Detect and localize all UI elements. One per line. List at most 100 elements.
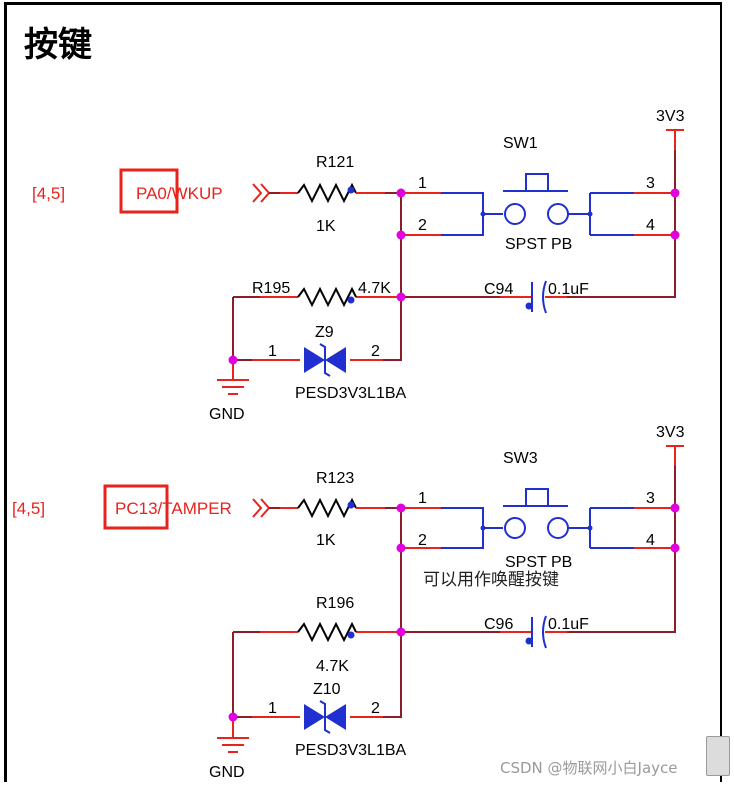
resistor-symbol-icon (297, 182, 357, 204)
resistor-ref: R195 (252, 280, 290, 297)
pin1-dot-icon (525, 302, 533, 310)
switch-wire-right (568, 192, 634, 236)
resistor-value: 4.7K (358, 280, 391, 297)
switch-pin-2: 2 (418, 532, 427, 549)
wire (232, 296, 260, 360)
circuit-pa0-wkup: [4,5] PA0/WKUP R121 1K SW1 SPST PB (32, 108, 685, 423)
junction-dot (396, 292, 406, 302)
switch-wire-right (568, 507, 634, 549)
sheet-border (4, 2, 722, 782)
resistor-symbol-icon (297, 497, 357, 519)
resistor-ref: R121 (316, 154, 354, 171)
switch-pin-3: 3 (646, 175, 655, 192)
switch-value: SPST PB (505, 236, 572, 253)
resistor-value: 1K (316, 532, 336, 549)
junction-dot (396, 627, 406, 637)
wire (383, 508, 402, 718)
resistor-value: 4.7K (316, 658, 349, 675)
junction-dot (480, 525, 486, 531)
switch-pin-3: 3 (646, 490, 655, 507)
junction-dot (670, 188, 680, 198)
wire (567, 150, 676, 298)
junction-dot (670, 503, 680, 513)
capacitor-ref: C94 (484, 281, 513, 298)
scrollbar-handle[interactable] (706, 736, 730, 776)
switch-actuator-icon (503, 173, 568, 192)
power-symbol-icon (666, 129, 684, 150)
diode-pin-2: 2 (371, 343, 380, 360)
capacitor-ref: C96 (484, 616, 513, 633)
wire (567, 466, 676, 633)
switch-wire-left (441, 507, 503, 549)
switch-pin-2: 2 (418, 217, 427, 234)
diode-value: PESD3V3L1BA (295, 742, 407, 759)
page-title: 按键 (24, 25, 92, 65)
switch-pin-1: 1 (418, 175, 427, 192)
pin1-dot-icon (347, 501, 355, 509)
junction-dot (396, 188, 406, 198)
ground-label: GND (209, 406, 245, 423)
power-symbol-icon (666, 445, 684, 466)
capacitor-plate-icon (542, 280, 547, 314)
junction-dot (670, 230, 680, 240)
watermark: CSDN @物联网小白Jayce (500, 759, 678, 777)
ground-symbol-icon (217, 360, 249, 395)
junction-dot (587, 211, 593, 217)
net-port-arrow-icon (252, 498, 271, 518)
resistor-symbol-icon (297, 286, 357, 308)
capacitor-value: 0.1uF (548, 281, 589, 298)
switch-pin-lines-right (634, 192, 674, 236)
junction-dot (670, 543, 680, 553)
pin1-dot-icon (347, 296, 355, 304)
wire (232, 631, 260, 717)
switch-pin-1: 1 (418, 490, 427, 507)
diode-ref: Z9 (315, 324, 334, 341)
switch-ref: SW1 (503, 135, 538, 152)
ground-label: GND (209, 764, 245, 781)
pin1-dot-icon (347, 186, 355, 194)
switch-actuator-icon (503, 488, 568, 507)
capacitor-value: 0.1uF (548, 616, 589, 633)
tvs-diode-bar-icon (319, 700, 331, 734)
power-net-label: 3V3 (656, 424, 685, 441)
resistor-symbol-icon (297, 621, 357, 643)
resistor-ref: R196 (316, 595, 354, 612)
pin1-dot-icon (525, 637, 533, 645)
diode-pin-1: 1 (268, 343, 277, 360)
ground-symbol-icon (217, 717, 249, 753)
switch-contact-icon (504, 203, 526, 225)
switch-ref: SW3 (503, 450, 538, 467)
pin1-dot-icon (347, 631, 355, 639)
resistor-ref: R123 (316, 470, 354, 487)
junction-dot (228, 712, 238, 722)
resistor-value: 1K (316, 218, 336, 235)
switch-contact-icon (504, 517, 526, 539)
diode-pin-2: 2 (371, 700, 380, 717)
switch-value: SPST PB (505, 554, 572, 571)
junction-dot (228, 355, 238, 365)
switch-wire-left (441, 192, 503, 236)
net-label: PC13/TAMPER (115, 499, 232, 518)
wakeup-note: 可以用作唤醒按键 (423, 570, 559, 590)
diode-pin-1: 1 (268, 700, 277, 717)
junction-dot (396, 543, 406, 553)
wire (383, 193, 402, 361)
net-label-highlight-box (119, 168, 179, 214)
switch-pin-4: 4 (646, 217, 655, 234)
switch-pin-lines-left (401, 192, 441, 236)
switch-contact-icon (547, 203, 569, 225)
switch-pin-4: 4 (646, 532, 655, 549)
junction-dot (396, 503, 406, 513)
diode-value: PESD3V3L1BA (295, 385, 407, 402)
net-port-arrow-icon (252, 183, 271, 203)
diode-ref: Z10 (313, 681, 341, 698)
junction-dot (396, 230, 406, 240)
tvs-diode-bar-icon (319, 343, 331, 377)
sheet-ref-label: [4,5] (32, 184, 65, 203)
power-net-label: 3V3 (656, 108, 685, 125)
circuit-pc13-tamper: [4,5] PC13/TAMPER R123 1K SW3 SPST (12, 424, 685, 781)
switch-contact-icon (547, 517, 569, 539)
switch-pin-lines-left (401, 507, 441, 549)
